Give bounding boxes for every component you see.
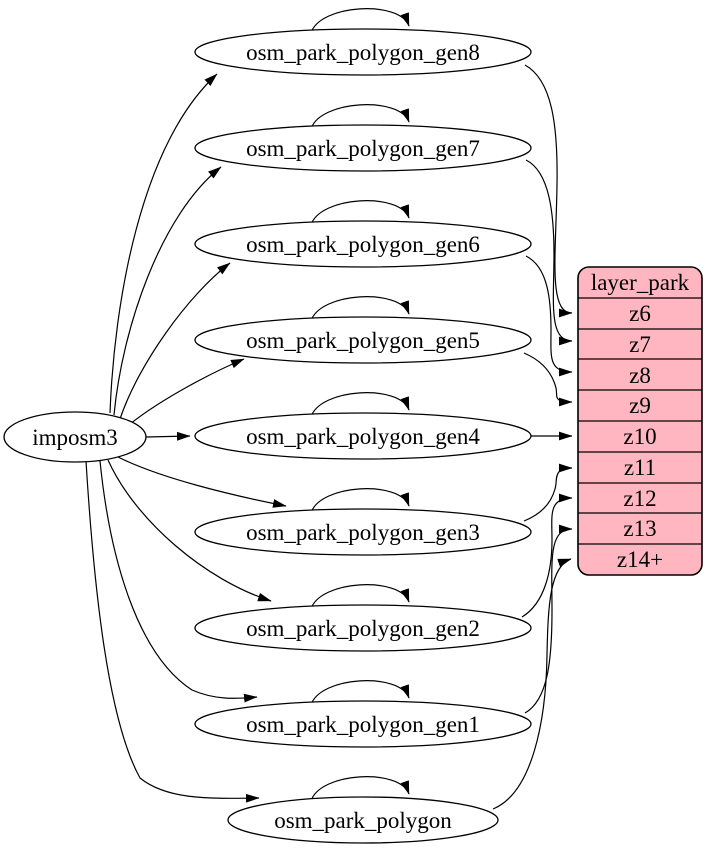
self-loops bbox=[310, 8, 410, 802]
node-osm-park-polygon-gen8: osm_park_polygon_gen8 bbox=[194, 28, 532, 76]
node-imposm3: imposm3 bbox=[3, 411, 147, 463]
edge-imposm3-osm-park-polygon-gen2 bbox=[107, 459, 272, 602]
gen7-ellipse bbox=[194, 124, 532, 172]
edges-to-layer-park bbox=[492, 64, 573, 810]
layer-park-row-z14: z14+ bbox=[617, 547, 663, 572]
edge-imposm3-osm-park-polygon-gen3 bbox=[117, 456, 287, 508]
gen2-label: osm_park_polygon_gen2 bbox=[246, 616, 480, 641]
gen7-label: osm_park_polygon_gen7 bbox=[246, 136, 480, 161]
edge-imposm3-osm-park-polygon-gen7 bbox=[113, 166, 222, 416]
gen8-ellipse bbox=[194, 28, 532, 76]
layer-park-row-z12: z12 bbox=[623, 486, 656, 511]
edge-osm-park-polygon-gen2-z12 bbox=[521, 493, 573, 618]
node-osm-park-polygon-gen3: osm_park_polygon_gen3 bbox=[194, 508, 532, 556]
layer-park-header: layer_park bbox=[591, 270, 690, 295]
edge-osm-park-polygon-gen3-z11 bbox=[523, 463, 573, 522]
gen3-label: osm_park_polygon_gen3 bbox=[246, 520, 480, 545]
gen5-label: osm_park_polygon_gen5 bbox=[246, 328, 480, 353]
node-osm-park-polygon-gen7: osm_park_polygon_gen7 bbox=[194, 124, 532, 172]
polygon-label: osm_park_polygon bbox=[274, 808, 452, 833]
gen6-label: osm_park_polygon_gen6 bbox=[246, 232, 480, 257]
gen4-label: osm_park_polygon_gen4 bbox=[246, 424, 480, 449]
gen5-ellipse bbox=[194, 316, 532, 364]
edge-osm-park-polygon-gen1-z13 bbox=[524, 524, 573, 714]
imposm3-label: imposm3 bbox=[32, 425, 118, 450]
edge-osm-park-polygon-z14 bbox=[492, 558, 572, 810]
self-loop-osm-park-polygon bbox=[310, 776, 410, 802]
layer-park-row-z11: z11 bbox=[624, 455, 656, 480]
layer-park-row-z9: z9 bbox=[629, 393, 651, 418]
edge-osm-park-polygon-gen7-z7 bbox=[525, 159, 573, 346]
node-osm-park-polygon-gen6: osm_park_polygon_gen6 bbox=[194, 220, 532, 268]
gen8-label: osm_park_polygon_gen8 bbox=[246, 40, 480, 65]
layer-park-row-z7: z7 bbox=[629, 332, 651, 357]
gen3-ellipse bbox=[194, 508, 532, 556]
gen1-ellipse bbox=[194, 700, 532, 748]
layer-park-row-z6: z6 bbox=[629, 301, 651, 326]
gen2-ellipse bbox=[194, 604, 532, 652]
node-osm-park-polygon-gen2: osm_park_polygon_gen2 bbox=[194, 604, 532, 652]
self-loop-osm-park-polygon-gen6 bbox=[310, 200, 410, 226]
edge-imposm3-osm-park-polygon-gen1 bbox=[99, 460, 258, 703]
edge-osm-park-polygon-gen6-z8 bbox=[525, 255, 573, 377]
edge-osm-park-polygon-gen8-z6 bbox=[524, 64, 573, 318]
gen6-ellipse bbox=[194, 220, 532, 268]
imposm3-ellipse bbox=[3, 411, 147, 463]
self-loop-osm-park-polygon-gen1 bbox=[310, 680, 410, 706]
edge-imposm3-osm-park-polygon-gen4 bbox=[145, 431, 191, 441]
gen4-ellipse bbox=[194, 412, 532, 460]
self-loop-osm-park-polygon-gen5 bbox=[310, 296, 410, 322]
layer-park-row-z13: z13 bbox=[623, 516, 656, 541]
node-osm-park-polygon-gen1: osm_park_polygon_gen1 bbox=[194, 700, 532, 748]
self-loop-osm-park-polygon-gen3 bbox=[310, 488, 410, 514]
edge-imposm3-osm-park-polygon bbox=[85, 460, 260, 803]
node-osm-park-polygon-gen5: osm_park_polygon_gen5 bbox=[194, 316, 532, 364]
node-osm-park-polygon-gen4: osm_park_polygon_gen4 bbox=[194, 412, 532, 460]
node-osm-park-polygon: osm_park_polygon bbox=[227, 796, 499, 844]
gen1-label: osm_park_polygon_gen1 bbox=[246, 712, 480, 737]
self-loop-osm-park-polygon-gen8 bbox=[310, 8, 410, 34]
edge-imposm3-osm-park-polygon-gen6 bbox=[119, 262, 231, 420]
node-layer-park: layer_park z6 z7 z8 z9 z10 z11 z12 z13 z… bbox=[577, 266, 703, 576]
self-loop-osm-park-polygon-gen7 bbox=[310, 104, 410, 130]
layer-park-row-z10: z10 bbox=[623, 424, 656, 449]
edges-from-imposm3 bbox=[85, 73, 287, 803]
edge-imposm3-osm-park-polygon-gen5 bbox=[129, 358, 245, 425]
edge-osm-park-polygon-gen5-z9 bbox=[523, 352, 573, 407]
polygon-ellipse bbox=[227, 796, 499, 844]
layer-park-row-z8: z8 bbox=[629, 363, 651, 388]
self-loop-osm-park-polygon-gen2 bbox=[310, 584, 410, 610]
self-loop-osm-park-polygon-gen4 bbox=[310, 392, 410, 418]
edge-imposm3-osm-park-polygon-gen8 bbox=[109, 73, 218, 414]
